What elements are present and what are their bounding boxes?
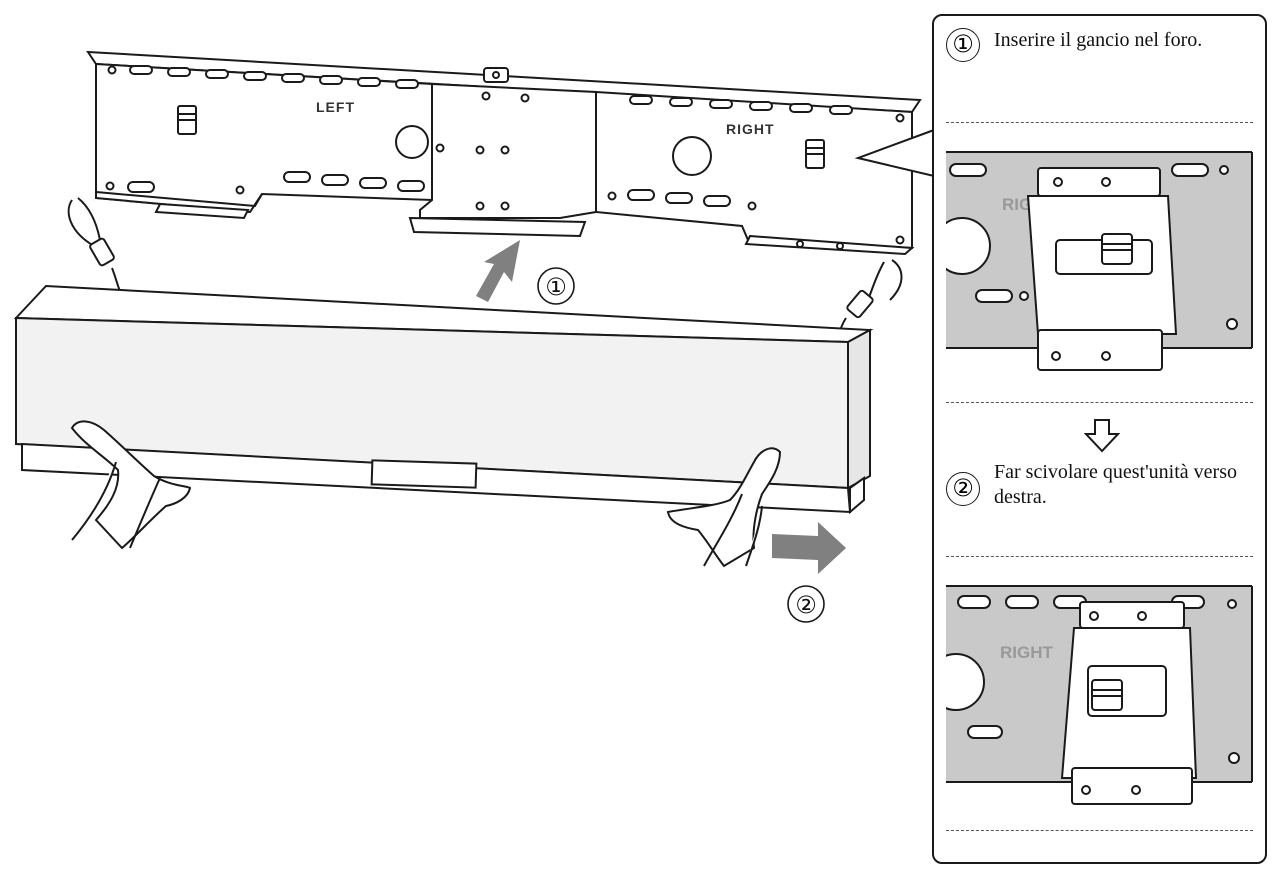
svg-text:①: ①	[545, 274, 567, 301]
bracket-hook-left	[177, 105, 197, 135]
bracket-right-label: RIGHT	[726, 121, 775, 137]
bracket-top-slots	[129, 65, 853, 115]
wall-bracket	[86, 50, 922, 256]
detail-after: RIGHT	[946, 585, 1253, 805]
bracket-screw-holes	[105, 65, 905, 250]
hollow-down-arrow-icon	[1084, 419, 1120, 453]
callout-step-1: ①	[537, 267, 575, 305]
hand-right	[666, 447, 782, 568]
unit-bracket-after	[1060, 601, 1198, 805]
detail-before-label: RIG	[1002, 195, 1032, 214]
divider	[946, 402, 1253, 403]
detail-before: RIG	[946, 151, 1253, 371]
step-2-text: Far scivolare quest'unità verso destra.	[994, 461, 1237, 508]
bracket-lower-slots	[127, 171, 731, 207]
bracket-cable-hole-right	[672, 136, 712, 176]
divider	[946, 830, 1253, 831]
bracket-cable-hole-left	[395, 125, 429, 159]
slide-right-arrow-icon	[772, 522, 846, 574]
bracket-hook-right	[805, 139, 825, 169]
bracket-left-label: LEFT	[316, 99, 355, 115]
safety-cable-left	[67, 197, 123, 297]
hand-left	[70, 420, 192, 550]
svg-text:②: ②	[795, 592, 817, 619]
instruction-panel: ① Inserire il gancio nel foro. RIG	[932, 14, 1267, 864]
step-2-number: ②	[946, 472, 980, 506]
bracket-top-tab	[483, 67, 509, 83]
divider	[946, 122, 1253, 123]
step-2: ② Far scivolare quest'unità verso destra…	[946, 460, 1244, 510]
safety-cable-right	[837, 259, 903, 337]
step-1-text: Inserire il gancio nel foro.	[994, 29, 1203, 51]
soundbar	[13, 284, 874, 515]
divider	[946, 556, 1253, 557]
lift-arrow-icon	[476, 240, 520, 302]
detail-after-label: RIGHT	[1000, 643, 1054, 662]
step-1: ① Inserire il gancio nel foro.	[946, 28, 1244, 62]
step-1-number: ①	[946, 28, 980, 62]
unit-bracket-before	[1026, 167, 1178, 371]
callout-step-2: ②	[787, 585, 825, 623]
